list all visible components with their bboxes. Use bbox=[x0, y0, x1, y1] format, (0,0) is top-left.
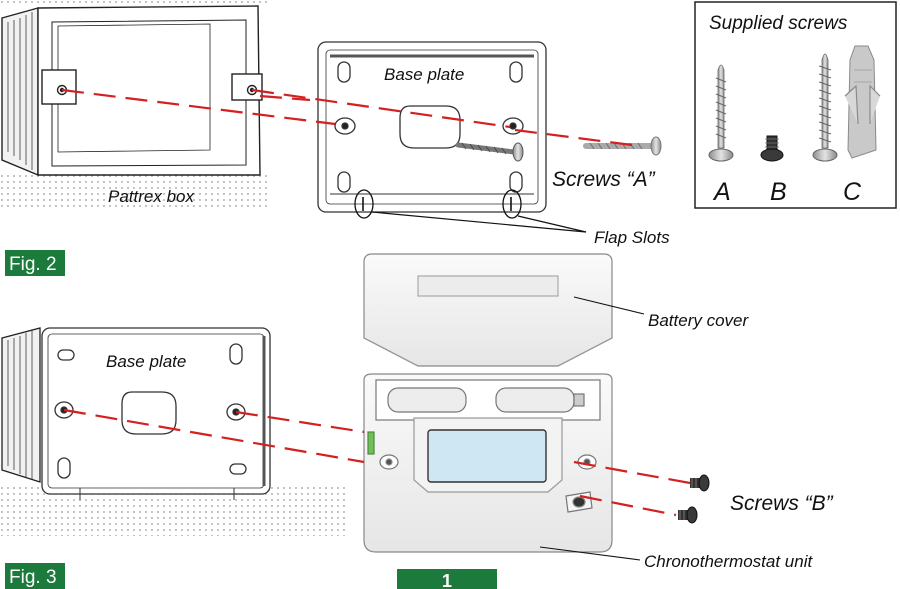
base-plate-top bbox=[317, 41, 547, 213]
screw-c-icon bbox=[812, 53, 838, 162]
base-plate-top-label: Base plate bbox=[384, 65, 464, 84]
base-plate-bottom-label: Base plate bbox=[106, 352, 186, 371]
pattrex-box bbox=[1, 5, 263, 177]
fig3-badge bbox=[5, 563, 65, 589]
pattrex-box-label: Pattrex box bbox=[108, 187, 194, 206]
screw-b-loose-1 bbox=[690, 474, 710, 492]
fig2-guide-lines bbox=[61, 88, 641, 148]
screw-b-letter: B bbox=[770, 178, 787, 206]
screw-a-letter: A bbox=[712, 178, 731, 206]
page-number: 1 bbox=[442, 571, 452, 589]
chronothermostat-unit bbox=[363, 373, 613, 553]
chrono-unit-label: Chronothermostat unit bbox=[644, 552, 813, 571]
fig2-label: Fig. 2 bbox=[9, 254, 57, 275]
fig2-badge bbox=[5, 250, 65, 276]
screw-c-letter: C bbox=[843, 178, 862, 206]
page-number-badge bbox=[397, 569, 497, 589]
screw-b-icon bbox=[760, 135, 784, 162]
battery-cover bbox=[363, 253, 613, 367]
screws-b-label: Screws “B” bbox=[730, 492, 834, 515]
flap-slots-label: Flap Slots bbox=[594, 228, 670, 247]
battery-cover-label: Battery cover bbox=[648, 311, 749, 330]
battery-cover-leader bbox=[573, 296, 645, 315]
screw-a-icon bbox=[708, 64, 734, 162]
fig3-label: Fig. 3 bbox=[9, 567, 57, 588]
screw-a-inserted bbox=[455, 142, 524, 162]
chrono-unit-leader bbox=[539, 546, 641, 561]
screws-a-label: Screws “A” bbox=[552, 168, 656, 191]
screw-a-loose bbox=[583, 136, 662, 156]
screw-b-loose-2 bbox=[678, 506, 698, 524]
flap-slot-markers bbox=[354, 189, 587, 233]
fig3-pattrex-box bbox=[1, 327, 41, 483]
supplied-screws-title: Supplied screws bbox=[709, 13, 848, 34]
wall-plug-icon bbox=[844, 45, 881, 159]
fig3-guide-lines bbox=[63, 408, 691, 517]
